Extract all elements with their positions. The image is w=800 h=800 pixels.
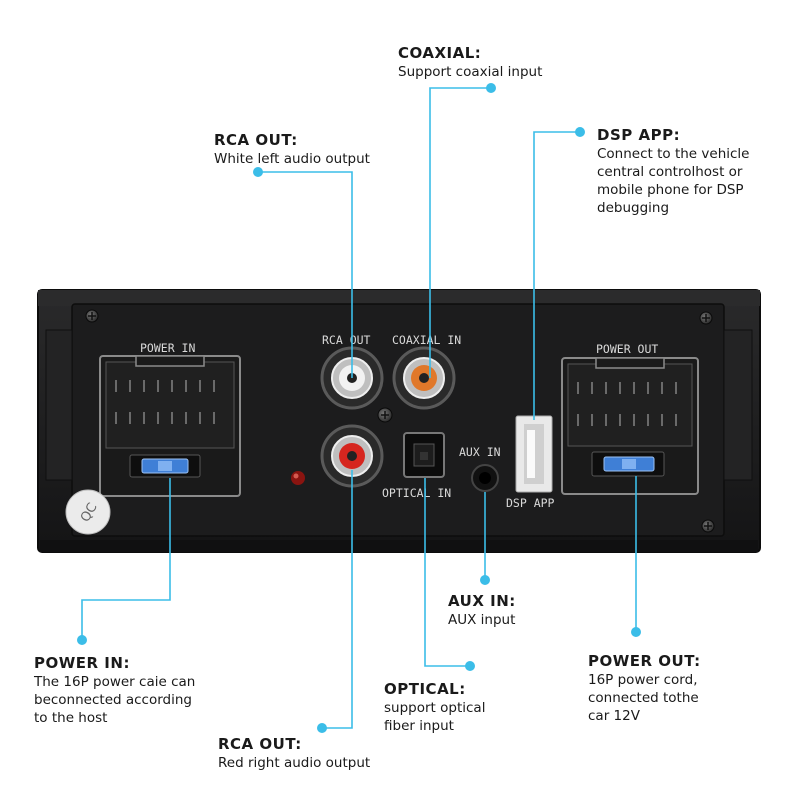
panel-label-rca-out: RCA OUT	[322, 333, 371, 347]
callout-power-in-title: POWER IN:	[34, 654, 130, 672]
callout-aux-in-desc: AUX input	[448, 612, 516, 628]
callout-dsp-app-title: DSP APP:	[597, 126, 681, 144]
power-in-connector[interactable]	[99, 355, 241, 497]
panel-label-power-in: POWER IN	[140, 341, 195, 355]
optical-in-port[interactable]	[403, 432, 445, 478]
callout-optical: OPTICAL: support optical fiber input	[384, 680, 485, 735]
leader-line-coaxial	[429, 87, 491, 378]
rca-out-red-jack[interactable]	[320, 424, 384, 488]
screw-center	[377, 407, 393, 423]
leader-lines	[81, 87, 637, 729]
dsp-app-usb-port[interactable]	[515, 415, 553, 493]
leader-line-power-in	[81, 478, 171, 640]
callout-power-in: POWER IN: The 16P power caie can beconne…	[34, 654, 195, 727]
leader-line-optical	[424, 478, 470, 667]
leader-line-dsp-app	[533, 131, 580, 420]
callout-power-out-title: POWER OUT:	[588, 652, 701, 670]
panel-label-power-out: POWER OUT	[596, 342, 658, 356]
callout-rca-out-white-desc: White left audio output	[214, 151, 370, 167]
screw-bottom-right	[701, 519, 715, 533]
leader-line-rca-red	[322, 470, 353, 729]
panel-label-optical-in: OPTICAL IN	[382, 486, 451, 500]
power-out-connector[interactable]	[561, 357, 699, 495]
panel-label-coaxial-in: COAXIAL IN	[392, 333, 461, 347]
coaxial-in-jack[interactable]	[392, 346, 456, 410]
callout-coaxial: COAXIAL: Support coaxial input	[398, 44, 542, 81]
leader-line-rca-white	[258, 171, 353, 378]
screw-top-left	[85, 309, 99, 323]
status-led	[291, 471, 305, 485]
callout-rca-out-white-title: RCA OUT:	[214, 131, 298, 149]
callout-dsp-app: DSP APP: Connect to the vehicle central …	[597, 126, 749, 217]
callout-power-out: POWER OUT: 16P power cord, connected tot…	[588, 652, 701, 725]
callout-power-in-desc: The 16P power caie can beconnected accor…	[34, 674, 196, 726]
callout-rca-out-red: RCA OUT: Red right audio output	[218, 735, 370, 772]
panel-label-aux-in: AUX IN	[459, 445, 501, 459]
callout-optical-desc: support optical fiber input	[384, 700, 486, 734]
callout-aux-in-title: AUX IN:	[448, 592, 516, 610]
power-in-fuse	[141, 458, 189, 474]
callout-aux-in: AUX IN: AUX input	[448, 592, 516, 629]
callout-coaxial-title: COAXIAL:	[398, 44, 482, 62]
screw-top-right	[699, 311, 713, 325]
qc-sticker	[65, 489, 111, 535]
aux-in-jack[interactable]	[471, 464, 499, 492]
callout-rca-out-red-desc: Red right audio output	[218, 755, 371, 771]
callout-optical-title: OPTICAL:	[384, 680, 466, 698]
panel-label-dsp-app: DSP APP	[506, 496, 555, 510]
callout-dsp-app-desc: Connect to the vehicle central controlho…	[597, 146, 750, 216]
callout-coaxial-desc: Support coaxial input	[398, 64, 543, 80]
callout-rca-out-red-title: RCA OUT:	[218, 735, 302, 753]
power-out-fuse	[603, 456, 655, 472]
leader-dots	[77, 83, 641, 733]
callout-power-out-desc: 16P power cord, connected tothe car 12V	[588, 672, 699, 724]
callout-rca-out-white: RCA OUT: White left audio output	[214, 131, 370, 168]
